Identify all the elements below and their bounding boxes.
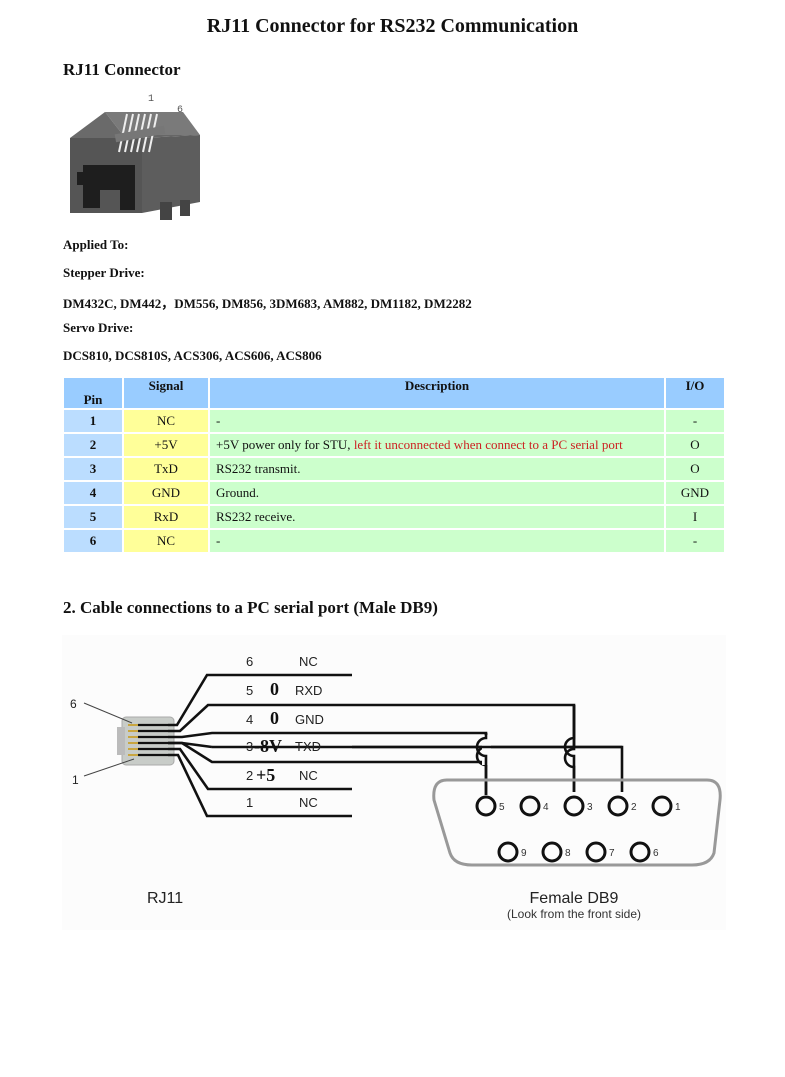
servo-drive-label: Servo Drive: <box>63 320 134 335</box>
cell-io: O <box>666 434 724 456</box>
wire-pin-6: 6 <box>246 654 253 669</box>
cell-description: RS232 receive. <box>210 506 664 528</box>
stepper-drive-label: Stepper Drive: <box>63 265 145 280</box>
cell-io: - <box>666 530 724 552</box>
db9-pins <box>475 795 673 863</box>
cell-signal: +5V <box>124 434 208 456</box>
cell-io: O <box>666 458 724 480</box>
cell-description: +5V power only for STU, left it unconnec… <box>210 434 664 456</box>
cell-pin: 1 <box>64 410 122 432</box>
cell-signal: RxD <box>124 506 208 528</box>
cell-io: I <box>666 506 724 528</box>
db9-title: Female DB9 <box>530 890 619 907</box>
description-text: +5V power only for STU, <box>216 437 354 452</box>
db9-shell <box>432 778 722 867</box>
page-title: RJ11 Connector for RS232 Communication <box>206 15 579 37</box>
cell-pin: 5 <box>64 506 122 528</box>
table-row: 3 TxD RS232 transmit. O <box>64 458 724 480</box>
wire-voltage-2: +5 <box>256 765 275 785</box>
rj11-jack-photo: 1 6 <box>70 94 200 220</box>
db9-pin-6: 6 <box>653 848 659 859</box>
cell-description: RS232 transmit. <box>210 458 664 480</box>
description-text: - <box>216 413 221 428</box>
wire-signal-6: NC <box>299 654 318 669</box>
description-text: - <box>216 533 221 548</box>
wiring-diagram: 6 1 6 NC 5 RXD 4 GND 3 TXD 2 NC 1 <box>62 635 726 930</box>
cell-pin: 6 <box>64 530 122 552</box>
wire-pin-5: 5 <box>246 683 253 698</box>
description-warning: left it unconnected when connect to a PC… <box>353 437 623 452</box>
cell-signal: TxD <box>124 458 208 480</box>
db9-pin-9: 9 <box>521 848 527 859</box>
cell-description: - <box>210 530 664 552</box>
wire-pin-4: 4 <box>246 712 253 727</box>
wire-voltage-5: 0 <box>270 679 279 699</box>
table-row: 6 NC - - <box>64 530 724 552</box>
applied-to-label: Applied To: <box>63 237 129 252</box>
rj11-plug-icon <box>117 716 175 766</box>
wire-signal-3: TXD <box>295 739 321 754</box>
db9-pin-5: 5 <box>499 802 505 813</box>
cell-description: Ground. <box>210 482 664 504</box>
db9-pin-8: 8 <box>565 848 571 859</box>
db9-pin-3: 3 <box>587 802 593 813</box>
header-pin: Pin <box>64 378 122 408</box>
cell-pin: 2 <box>64 434 122 456</box>
table-row: 1 NC - - <box>64 410 724 432</box>
table-row: 5 RxD RS232 receive. I <box>64 506 724 528</box>
section-heading-cable: 2. Cable connections to a PC serial port… <box>63 598 438 617</box>
header-io: I/O <box>666 378 724 408</box>
servo-drive-models: DCS810, DCS810S, ACS306, ACS606, ACS806 <box>63 348 322 363</box>
description-text: RS232 transmit. <box>216 461 301 476</box>
db9-pin-2: 2 <box>631 802 637 813</box>
wire-voltage-4: 0 <box>270 708 279 728</box>
photo-pin-label-1: 1 <box>148 94 154 105</box>
stepper-drive-models: DM432C, DM442，DM556, DM856, 3DM683, AM88… <box>63 296 472 311</box>
rj11-pin-label-bottom: 1 <box>72 773 79 787</box>
table-row: 2 +5V +5V power only for STU, left it un… <box>64 434 724 456</box>
cell-pin: 4 <box>64 482 122 504</box>
cell-pin: 3 <box>64 458 122 480</box>
rj11-label: RJ11 <box>147 890 183 907</box>
cell-signal: NC <box>124 530 208 552</box>
wire-pin-1: 1 <box>246 795 253 810</box>
cell-description: - <box>210 410 664 432</box>
description-text: Ground. <box>216 485 259 500</box>
header-description: Description <box>210 378 664 408</box>
rj11-pin-label-top: 6 <box>70 697 77 711</box>
wire-signal-1: NC <box>299 795 318 810</box>
db9-pin-7: 7 <box>609 848 615 859</box>
pin-table-header: Pin Signal Description I/O <box>64 378 724 408</box>
db9-pin-4: 4 <box>543 802 549 813</box>
wire-signal-4: GND <box>295 712 324 727</box>
cell-io: GND <box>666 482 724 504</box>
wire-signal-2: NC <box>299 768 318 783</box>
db9-pin-1: 1 <box>675 802 681 813</box>
wire-voltage-3: -8V <box>254 736 282 756</box>
header-signal: Signal <box>124 378 208 408</box>
cell-io: - <box>666 410 724 432</box>
wire-signal-5: RXD <box>295 683 322 698</box>
table-row: 4 GND Ground. GND <box>64 482 724 504</box>
photo-pin-label-6: 6 <box>177 105 183 116</box>
description-text: RS232 receive. <box>216 509 296 524</box>
pin-table: Pin Signal Description I/O 1 NC - - 2 +5… <box>62 376 726 554</box>
cell-signal: NC <box>124 410 208 432</box>
db9-subtitle: (Look from the front side) <box>507 907 641 921</box>
cell-signal: GND <box>124 482 208 504</box>
wire-pin-3: 3 <box>246 739 253 754</box>
section-heading-rj11: RJ11 Connector <box>63 60 181 79</box>
wire-pin-2: 2 <box>246 768 253 783</box>
